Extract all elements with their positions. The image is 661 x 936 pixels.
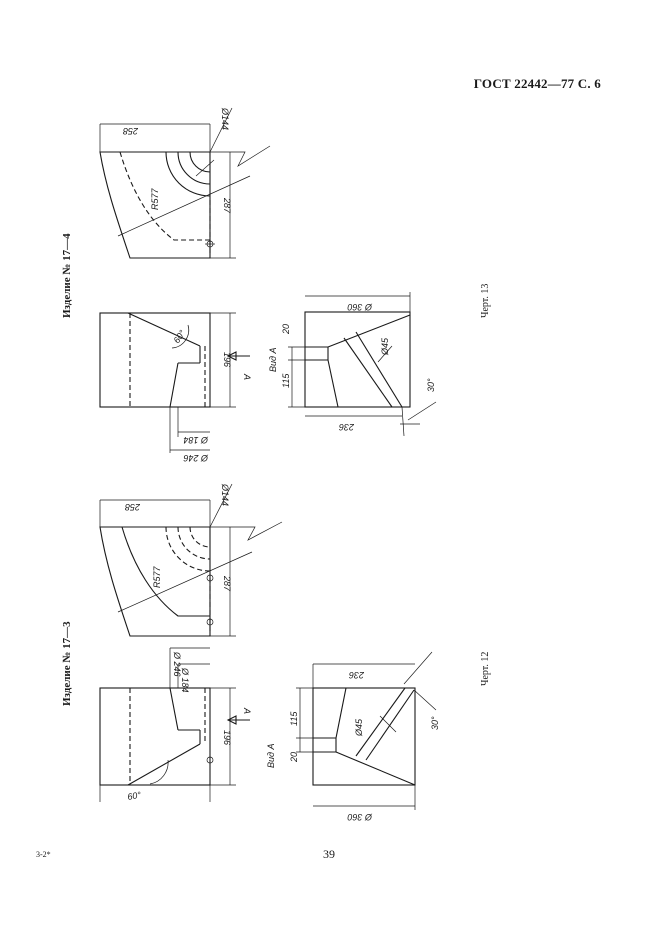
- item-17-4-plan-view: [99, 107, 271, 259]
- svg-text:Ø144: Ø144: [220, 107, 230, 130]
- item-17-3-caption: Черт. 12: [480, 652, 491, 686]
- svg-text:Ø 246: Ø 246: [172, 651, 182, 677]
- item-17-3-section-view: [99, 647, 250, 802]
- item-17-3-title: Изделие № 17—3: [61, 621, 73, 706]
- svg-text:A: A: [242, 373, 252, 380]
- svg-text:196: 196: [222, 352, 232, 367]
- item-17-3-view-a: [296, 651, 437, 810]
- svg-text:236: 236: [349, 670, 365, 680]
- svg-text:287: 287: [222, 575, 232, 592]
- standard-header: ГОСТ 22442—77 С. 6: [473, 76, 601, 91]
- svg-text:A: A: [242, 707, 252, 714]
- item-17-4-title: Изделие № 17—4: [61, 233, 73, 318]
- svg-text:30°: 30°: [430, 716, 440, 730]
- svg-text:30°: 30°: [426, 378, 436, 392]
- item-17-4-view-a: [288, 292, 437, 437]
- svg-text:Ø 246: Ø 246: [183, 453, 209, 463]
- svg-text:R577: R577: [152, 565, 162, 588]
- item-17-3-plan-view: [99, 483, 283, 637]
- item-17-4-caption: Черт. 13: [480, 284, 491, 318]
- svg-text:Ø 360: Ø 360: [347, 302, 373, 312]
- svg-text:258: 258: [123, 126, 139, 136]
- svg-text:258: 258: [125, 502, 141, 512]
- svg-text:Ø45: Ø45: [380, 337, 390, 356]
- page-number: 39: [323, 847, 335, 861]
- svg-text:R577: R577: [150, 187, 160, 210]
- svg-text:20: 20: [281, 324, 291, 335]
- svg-text:Ø144: Ø144: [220, 483, 230, 506]
- svg-text:Ø45: Ø45: [354, 718, 364, 737]
- svg-text:287: 287: [222, 197, 232, 214]
- item-17-4-section-view: [99, 312, 250, 453]
- svg-text:Ø 184: Ø 184: [183, 435, 209, 445]
- svg-text:Ø 184: Ø 184: [180, 667, 190, 693]
- svg-text:Вид А: Вид А: [266, 744, 276, 769]
- svg-text:115: 115: [289, 711, 299, 726]
- svg-text:Вид А: Вид А: [268, 348, 278, 373]
- svg-text:60°: 60°: [127, 790, 143, 802]
- footer-mark: 3-2*: [36, 850, 51, 859]
- item-17-4-drawing: Изделие № 17—4 258 Ø144 R577 287: [61, 107, 491, 463]
- svg-text:196: 196: [222, 730, 232, 745]
- svg-text:20: 20: [289, 752, 299, 763]
- svg-text:236: 236: [339, 422, 355, 432]
- svg-text:60°: 60°: [171, 328, 187, 345]
- svg-text:115: 115: [281, 373, 291, 388]
- item-17-3-drawing: Изделие № 17—3 258 Ø144 R577 287: [61, 483, 491, 822]
- svg-text:Ø 360: Ø 360: [347, 812, 373, 822]
